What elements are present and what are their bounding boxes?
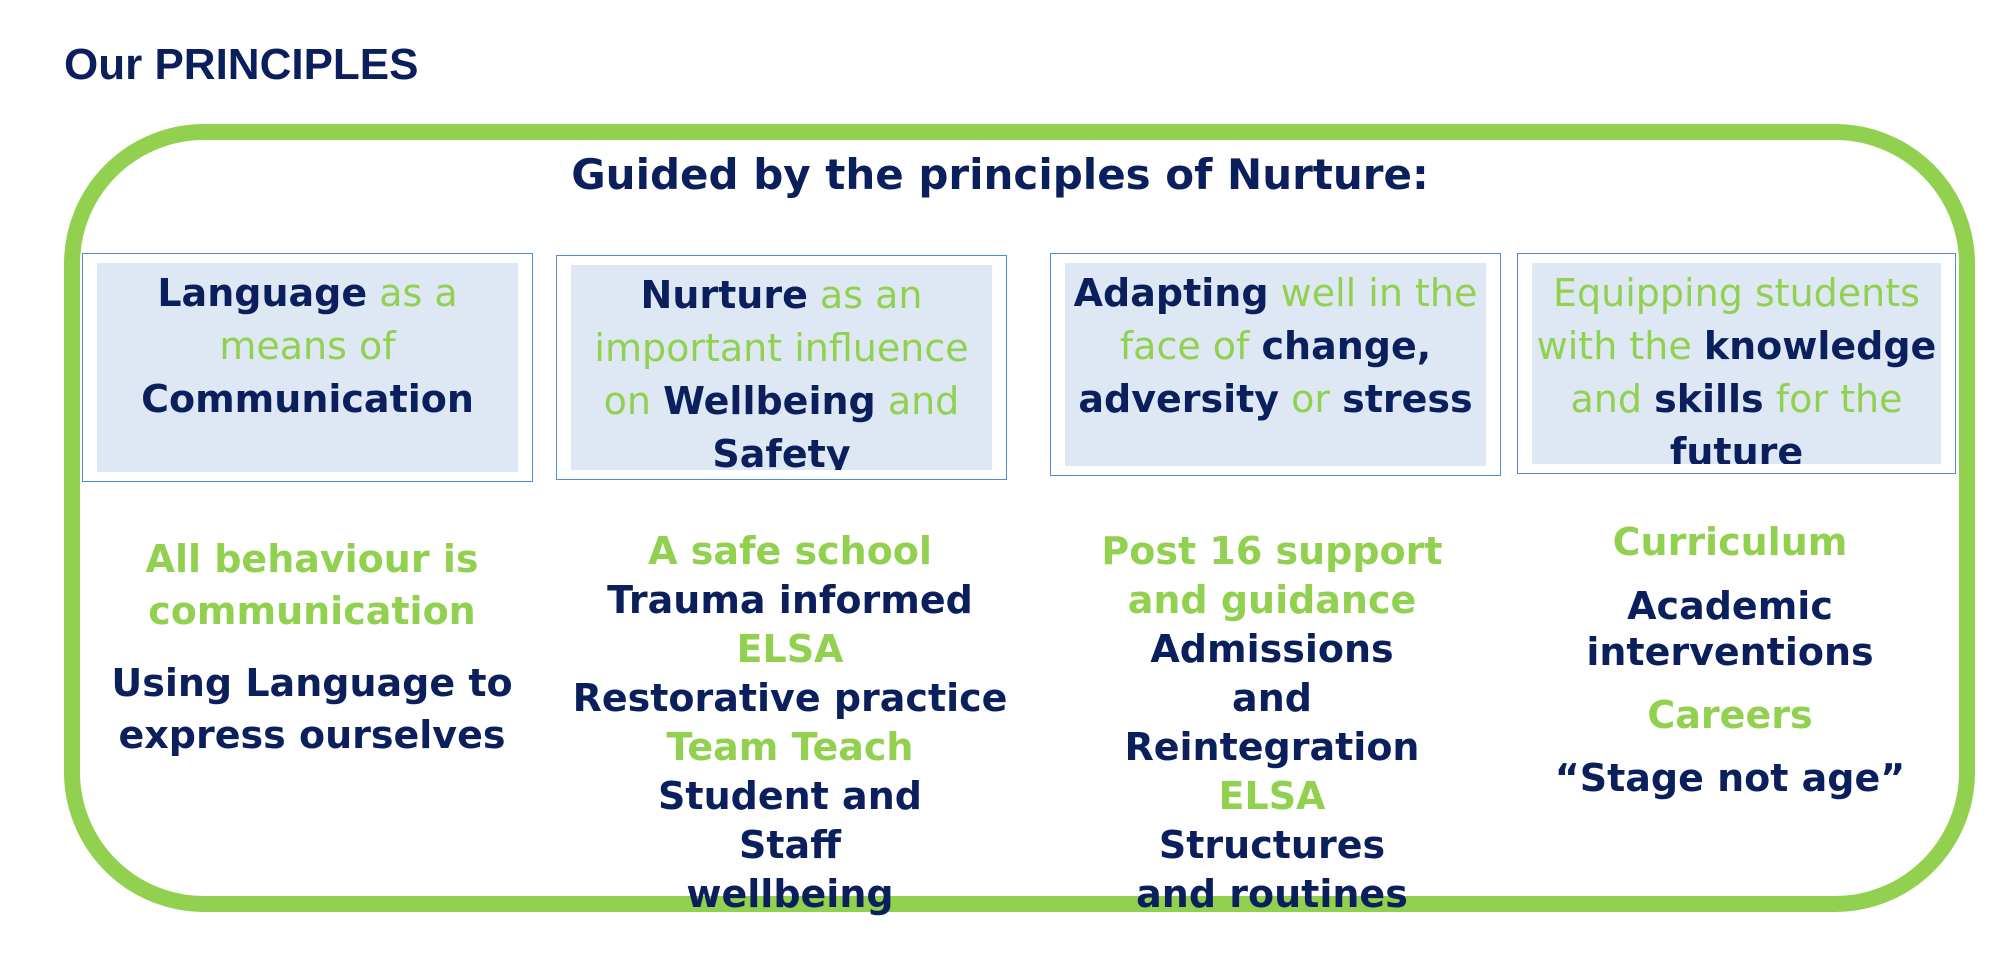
principle-connector: or [1279,377,1343,421]
column-item: Trauma informed [607,578,973,622]
column-item: Student and Staff wellbeing [658,774,922,916]
detail-column-language: All behaviour is communication Using Lan… [105,533,519,761]
principle-keyword: future [1669,430,1804,464]
column-item: Post 16 support and guidance [1101,529,1443,622]
principle-card-adapting: Adapting well in the face of change, adv… [1050,253,1501,476]
column-item: Restorative practice [572,676,1008,720]
page-title: Our PRINCIPLES [64,40,419,89]
column-item: Curriculum [1612,520,1848,564]
frame-subtitle: Guided by the principles of Nurture: [571,150,1429,199]
principle-connector: for the [1763,377,1903,421]
principle-keyword: knowledge [1703,324,1937,368]
principle-keyword: Wellbeing [663,379,876,423]
principle-connector: and [1570,377,1655,421]
principle-keyword: skills [1654,377,1764,421]
principle-keyword: Communication [141,377,474,421]
principle-keyword: Safety [712,432,851,470]
principle-card-equipping: Equipping students with the knowledge an… [1517,253,1956,474]
column-item: Academic interventions [1586,584,1874,674]
principle-keyword: Language [157,271,368,315]
principle-keyword: change, adversity [1078,324,1432,421]
column-item: All behaviour is communication [145,537,479,633]
principle-connector: and [875,379,960,423]
column-item: ELSA [1218,774,1326,818]
principle-connector: as a means of [219,271,458,368]
principles-frame [64,124,1975,912]
principle-keyword: Adapting [1073,271,1269,315]
detail-column-adapting: Post 16 support and guidance Admissions … [1062,527,1482,919]
principle-card-nurture: Nurture as an important influence on Wel… [556,255,1007,480]
principle-keyword: Nurture [640,273,808,317]
principle-card-text: Adapting well in the face of change, adv… [1065,263,1486,466]
column-item: “Stage not age” [1554,756,1906,800]
detail-column-equipping: Curriculum Academic interventions Career… [1540,518,1920,803]
principle-connector: well in the face of [1119,271,1478,368]
principle-connector: as an important influence on [594,273,969,423]
column-item: ELSA [736,627,844,671]
detail-column-nurture: A safe school Trauma informed ELSA Resto… [570,527,1010,919]
column-item: A safe school [648,529,932,573]
column-item: Admissions and Reintegration [1124,627,1420,769]
principle-card-text: Nurture as an important influence on Wel… [571,265,992,470]
principle-connector: Equipping students with the [1536,271,1920,368]
column-item: Using Language to express ourselves [111,661,513,757]
column-item: Team Teach [666,725,914,769]
principle-card-text: Language as a means of Communication [97,263,518,472]
principle-keyword: stress [1342,377,1473,421]
column-item: Careers [1647,693,1813,737]
column-item: Structures and routines [1136,823,1408,916]
principle-card-language: Language as a means of Communication [82,253,533,482]
principle-card-text: Equipping students with the knowledge an… [1532,263,1941,464]
